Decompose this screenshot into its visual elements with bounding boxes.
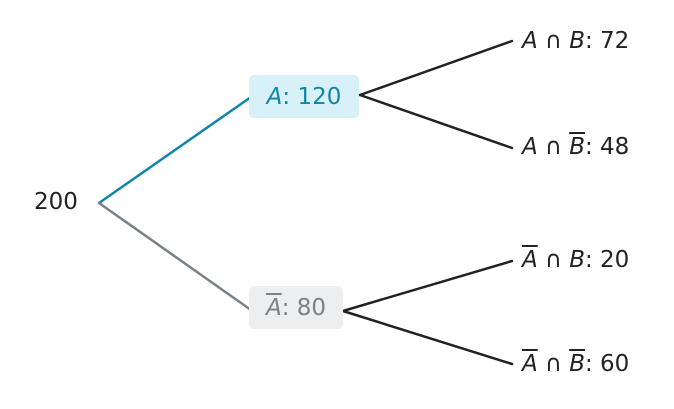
leaf-2-value: 48 — [600, 134, 630, 160]
node-not-a-separator: : — [281, 294, 290, 321]
leaf-1-value: 72 — [600, 28, 630, 54]
leaf-2-op: ∩ — [545, 134, 562, 160]
leaf-1-right: B — [569, 28, 585, 54]
node-a-variable: A — [266, 83, 283, 110]
leaf-2-right: B — [569, 134, 585, 160]
leaf-1-left: A — [522, 28, 538, 54]
leaf-a-and-b: A ∩ B: 72 — [522, 30, 629, 53]
node-not-a: A: 80 — [249, 286, 343, 329]
leaf-4-sep: : — [584, 351, 593, 377]
leaf-not-a-and-b: A ∩ B: 20 — [522, 249, 629, 272]
leaf-2-sep: : — [584, 134, 593, 160]
edge-a-to-a-and-not-b — [358, 93, 514, 150]
edge-root-to-not-a — [97, 201, 253, 312]
leaf-1-op: ∩ — [545, 28, 562, 54]
edge-not-a-to-not-a-and-not-b — [341, 309, 514, 366]
node-a-separator: : — [282, 83, 291, 110]
leaf-2-left: A — [522, 134, 538, 160]
root-node: 200 — [34, 191, 78, 214]
leaf-4-right: B — [569, 351, 585, 377]
root-value: 200 — [34, 189, 78, 215]
node-not-a-variable: A — [265, 294, 282, 321]
node-not-a-value: 80 — [296, 294, 327, 321]
leaf-4-left: A — [522, 351, 538, 377]
leaf-3-right: B — [569, 247, 585, 273]
leaf-3-value: 20 — [600, 247, 630, 273]
leaf-3-op: ∩ — [545, 247, 562, 273]
edge-not-a-to-not-a-and-b — [341, 259, 514, 313]
leaf-4-op: ∩ — [545, 351, 562, 377]
leaf-a-and-not-b: A ∩ B: 48 — [522, 136, 629, 159]
leaf-3-left: A — [522, 247, 538, 273]
node-a: A: 120 — [249, 75, 359, 118]
edge-a-to-a-and-b — [358, 39, 514, 97]
leaf-4-value: 60 — [600, 351, 630, 377]
leaf-3-sep: : — [584, 247, 593, 273]
leaf-not-a-and-not-b: A ∩ B: 60 — [522, 353, 629, 376]
leaf-1-sep: : — [584, 28, 593, 54]
edge-root-to-a — [97, 95, 253, 205]
node-a-value: 120 — [297, 83, 342, 110]
